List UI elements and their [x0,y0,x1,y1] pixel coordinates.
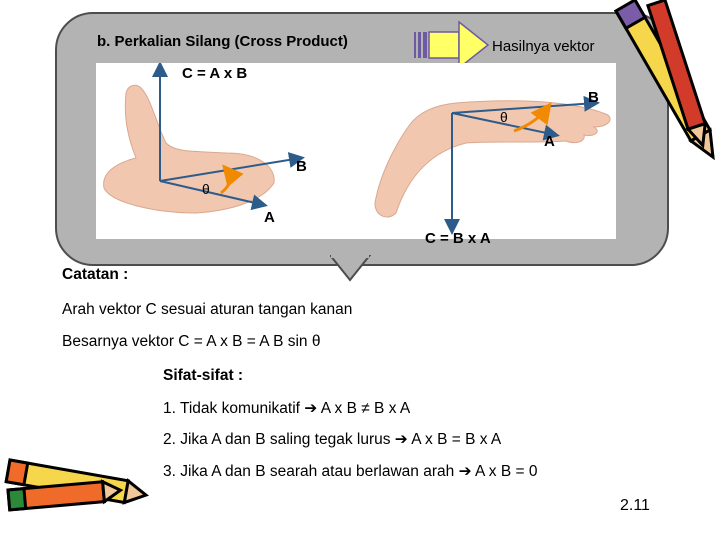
page-number: 2.11 [620,497,650,514]
vector-b-right [451,95,600,114]
hand-rule-figure: C = A x B B A θ B A θ [96,63,616,239]
section-heading: b. Perkalian Silang (Cross Product) [97,33,348,50]
equation-left: C = A x B [182,65,248,82]
notes-title: Catatan : [62,266,129,283]
vector-a-left [159,180,268,211]
property-1: 1. Tidak komunikatif ➔ A x B ≠ B x A [163,399,410,418]
hand-rule-illustration [103,63,611,235]
vector-a-right [451,112,560,141]
implies-arrow-icon: ➔ [304,400,318,417]
property-1-text: 1. Tidak komunikatif [163,400,305,417]
property-3: 3. Jika A dan B searah atau berlawan ara… [163,462,537,481]
speech-bubble-tail [330,255,372,282]
cross-product-arrow-icon [414,20,490,70]
properties-title: Sifat-sifat : [163,367,244,384]
property-2-text: 2. Jika A dan B saling tegak lurus [163,431,395,448]
rotation-arc-left [220,164,244,195]
property-3-text: 3. Jika A dan B searah atau berlawan ara… [163,463,459,480]
label-a-right: A [544,133,555,150]
label-b-right: B [588,89,599,106]
implies-arrow-icon: ➔ [394,431,408,448]
label-a-left: A [264,209,275,226]
result-label: Hasilnya vektor [492,38,595,55]
property-2-expr: A x B = B x A [407,431,502,448]
pencil-icon [613,0,715,161]
note-direction: Arah vektor C sesuai aturan tangan kanan [62,301,353,318]
rotation-arc-right [513,102,552,133]
pencil-icon [4,458,150,512]
theta-left: θ [202,181,210,197]
property-3-expr: A x B = 0 [471,463,538,480]
theta-right: θ [500,109,508,125]
property-2: 2. Jika A dan B saling tegak lurus ➔ A x… [163,430,501,449]
equation-right: C = B x A [425,230,491,247]
implies-arrow-icon: ➔ [458,463,472,480]
property-1-expr: A x B ≠ B x A [317,400,411,417]
label-b-left: B [296,158,307,175]
note-magnitude: Besarnya vektor C = A x B = A B sin θ [62,333,321,350]
